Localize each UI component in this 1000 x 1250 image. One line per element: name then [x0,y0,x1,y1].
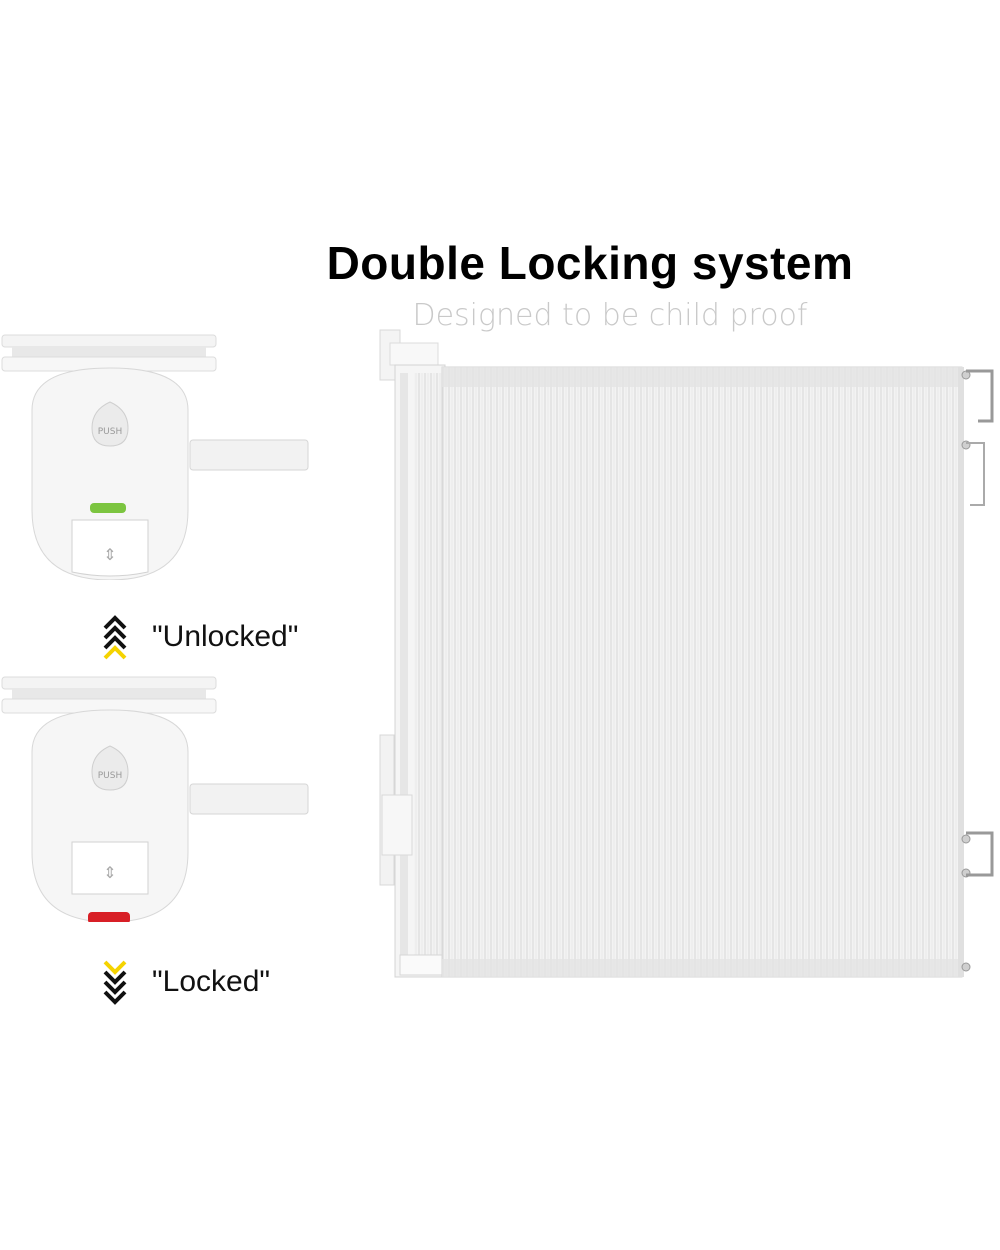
page-subtitle: Designed to be child proof [412,298,808,333]
push-button-label: PUSH [98,427,123,437]
svg-text:⇕: ⇕ [103,547,116,564]
locked-lock-illustration: PUSH ⇕ [1,676,309,922]
unlocked-label: "Unlocked" [152,620,299,653]
page-title: Double Locking system [326,237,854,289]
unlocked-lock-illustration: PUSH ⇕ [1,334,309,580]
unlocked-indicator [90,503,126,513]
locked-label: "Locked" [152,965,271,998]
chevron-up-icon [103,615,127,660]
retractable-gate-illustration [379,329,994,978]
svg-text:⇕: ⇕ [103,865,116,882]
push-button-label: PUSH [98,771,123,781]
locked-indicator [88,912,130,922]
chevron-down-icon [103,960,127,1005]
